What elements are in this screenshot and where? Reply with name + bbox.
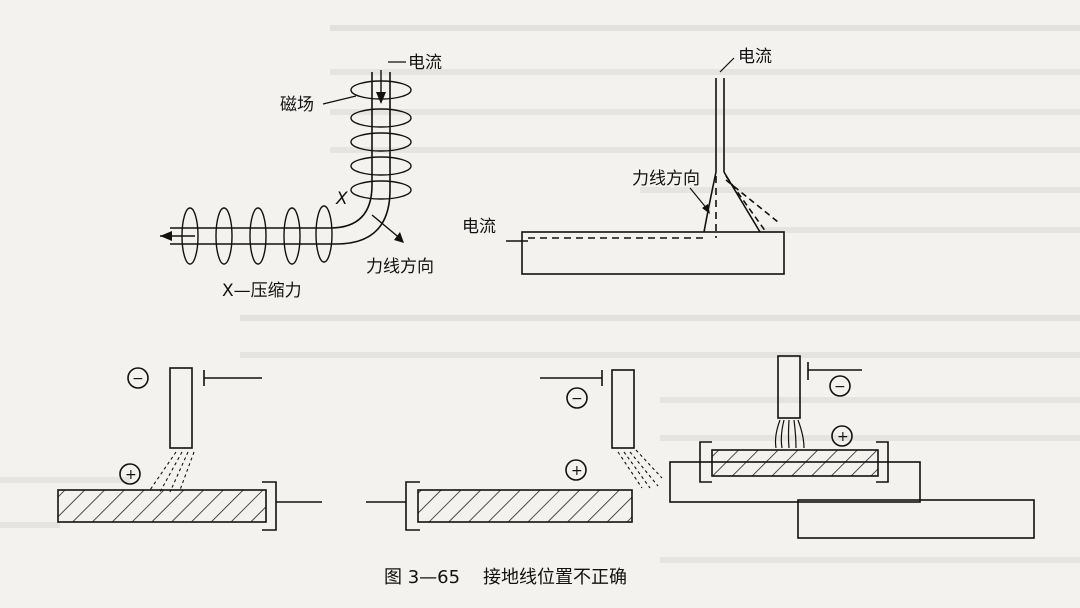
base-plate-tr (521, 231, 785, 275)
current-arrow (376, 92, 386, 104)
support-plate-upper (669, 461, 921, 503)
fig-bottom-right (669, 355, 1035, 539)
label-x-mark: X (335, 189, 348, 209)
left-arrow (160, 231, 172, 241)
plus-symbol-br: + (837, 429, 849, 445)
label-x-legend: X—压缩力 (222, 281, 302, 301)
figure-caption: 图 3—65 接地线位置不正确 (384, 567, 627, 588)
label-magnetic-field: 磁场 (280, 95, 314, 115)
label-force-direction-tr: 力线方向 (632, 169, 700, 189)
fig-bottom-middle (366, 369, 663, 531)
plus-symbol-bl: + (125, 467, 137, 483)
workpiece-br (711, 449, 879, 477)
electrode-bm (611, 369, 635, 449)
workpiece-bm (417, 489, 633, 523)
arc-rays-bm (617, 449, 663, 489)
fig-arc-deflection (506, 57, 785, 275)
arc-rays-br (774, 419, 805, 449)
label-current-tl: 电流 (408, 53, 442, 73)
minus-symbol-br: − (834, 379, 846, 395)
field-loops-vertical (350, 80, 412, 200)
arc-rays-bl (149, 451, 195, 493)
fig-magnetic-field (160, 61, 412, 265)
minus-symbol-bl: − (132, 371, 144, 387)
fig-bottom-left (57, 367, 322, 531)
conductor-bent-inner (170, 72, 391, 245)
electrode-bl (169, 367, 193, 449)
field-loops-horizontal (181, 205, 333, 265)
label-force-direction-tl: 力线方向 (366, 257, 434, 277)
electrode-br (777, 355, 801, 419)
minus-symbol-bm: − (571, 391, 583, 407)
plus-symbol-bm: + (571, 463, 583, 479)
label-current-tr-top: 电流 (738, 47, 772, 67)
workpiece-bl (57, 489, 267, 523)
support-plate-lower (797, 499, 1035, 539)
label-current-tr-side: 电流 (462, 217, 496, 237)
